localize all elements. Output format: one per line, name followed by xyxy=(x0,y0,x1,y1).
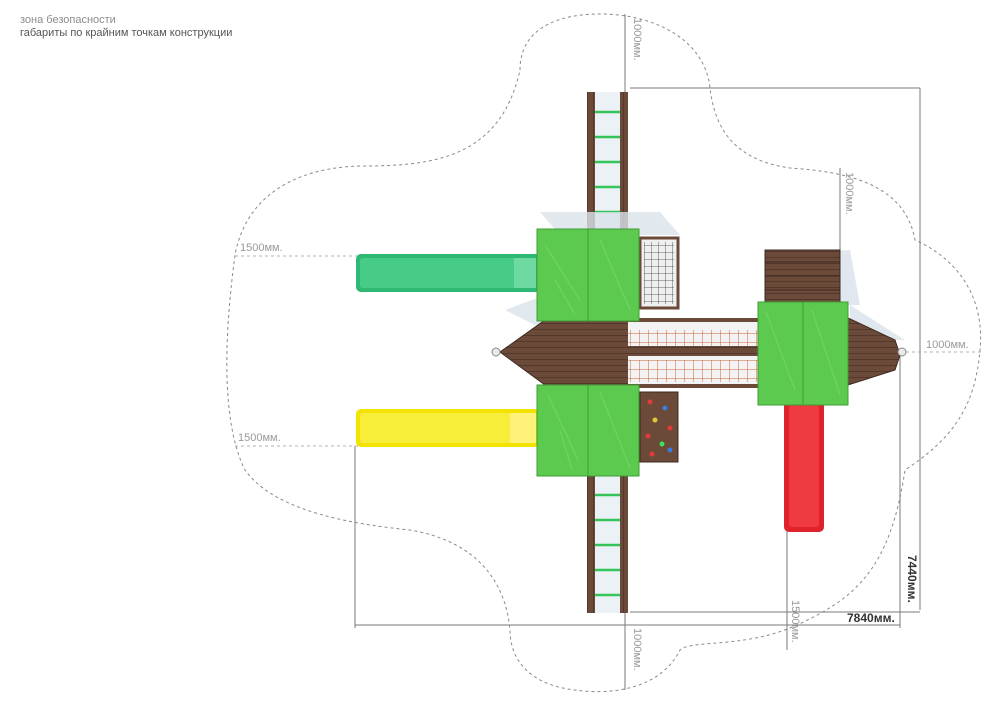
dim-upper-right-clearance: 1000мм. xyxy=(843,172,855,215)
climbing-wall xyxy=(639,391,679,463)
green-slide xyxy=(356,254,540,292)
yellow-slide xyxy=(356,409,540,447)
dim-bottom-right-clearance: 1500мм. xyxy=(789,600,801,643)
dim-top-clearance: 1000мм. xyxy=(631,18,643,61)
bottom-ladder xyxy=(587,475,628,613)
left-deck xyxy=(491,319,631,386)
roof-top-left xyxy=(536,228,640,322)
dim-left-upper-clearance: 1500мм. xyxy=(240,242,283,254)
red-slide xyxy=(784,400,824,532)
dim-bottom-left-clearance: 1000мм. xyxy=(631,628,643,671)
dim-overall-depth: 7440мм. xyxy=(905,555,919,603)
legend-safety-zone: зона безопасности xyxy=(20,14,116,26)
dim-right-clearance: 1000мм. xyxy=(926,339,969,351)
net-climber xyxy=(638,236,680,310)
roof-bottom-left xyxy=(536,384,640,477)
roof-right xyxy=(757,301,849,406)
bridges xyxy=(628,318,760,388)
clearance-guides xyxy=(235,255,982,447)
top-ladder xyxy=(587,92,628,232)
dim-overall-width: 7840мм. xyxy=(847,611,895,625)
stairs-block xyxy=(764,249,841,306)
legend-overall-dims: габариты по крайним точкам конструкции xyxy=(20,27,233,39)
legend: зона безопасности габариты по крайним то… xyxy=(20,14,232,40)
overall-dim-lines xyxy=(354,14,921,690)
safety-zone-outline xyxy=(226,13,982,693)
dim-left-lower-clearance: 1500мм. xyxy=(238,432,281,444)
